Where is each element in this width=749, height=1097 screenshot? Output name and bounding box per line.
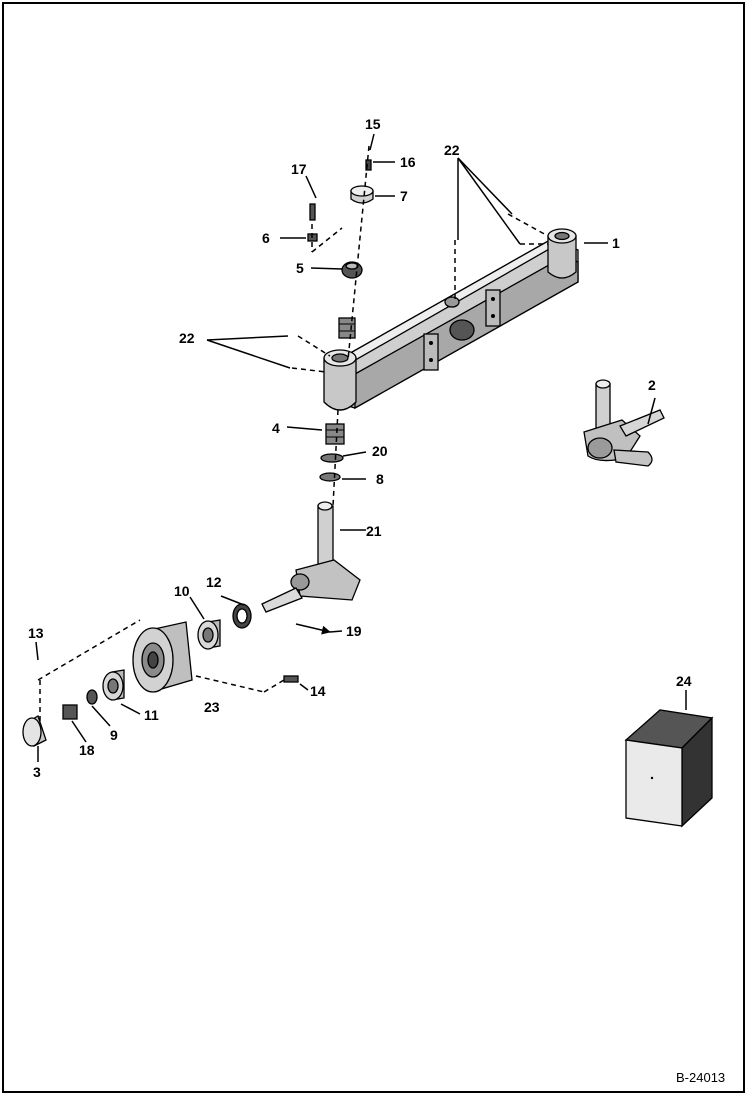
callout-21: 21 bbox=[366, 523, 382, 539]
callout-8: 8 bbox=[376, 471, 384, 487]
callout-4: 4 bbox=[272, 420, 280, 436]
callout-12: 12 bbox=[206, 574, 222, 590]
callout-23: 23 bbox=[204, 699, 220, 715]
hub-parts bbox=[22, 603, 331, 747]
leader-lines bbox=[35, 133, 687, 762]
callout-18: 18 bbox=[79, 742, 95, 758]
callout-6: 6 bbox=[262, 230, 270, 246]
callout-24: 24 bbox=[676, 673, 692, 689]
callout-9: 9 bbox=[110, 727, 118, 743]
callout-20: 20 bbox=[372, 443, 388, 459]
callout-10: 10 bbox=[174, 583, 190, 599]
reference-code: B-24013 bbox=[676, 1070, 725, 1085]
callout-7: 7 bbox=[400, 188, 408, 204]
callout-labels: 1 2 3 4 5 6 7 8 9 10 11 12 13 14 15 16 1… bbox=[28, 116, 692, 780]
callout-22-left: 22 bbox=[179, 330, 195, 346]
part-box bbox=[384, 709, 714, 828]
callout-5: 5 bbox=[296, 260, 304, 276]
callout-22-top: 22 bbox=[444, 142, 460, 158]
callout-15: 15 bbox=[365, 116, 381, 132]
callout-19: 19 bbox=[346, 623, 362, 639]
spindle-assembled bbox=[583, 379, 665, 467]
callout-16: 16 bbox=[400, 154, 416, 170]
callout-14: 14 bbox=[310, 683, 326, 699]
callout-17: 17 bbox=[291, 161, 307, 177]
callout-2: 2 bbox=[648, 377, 656, 393]
spindle-exploded bbox=[261, 501, 361, 613]
callout-1: 1 bbox=[612, 235, 620, 251]
callout-11: 11 bbox=[144, 707, 159, 723]
assembly-lines bbox=[37, 145, 549, 722]
axle-beam bbox=[323, 228, 579, 411]
kingpin-parts bbox=[307, 159, 374, 482]
callout-13: 13 bbox=[28, 625, 44, 641]
callout-3: 3 bbox=[33, 764, 41, 780]
